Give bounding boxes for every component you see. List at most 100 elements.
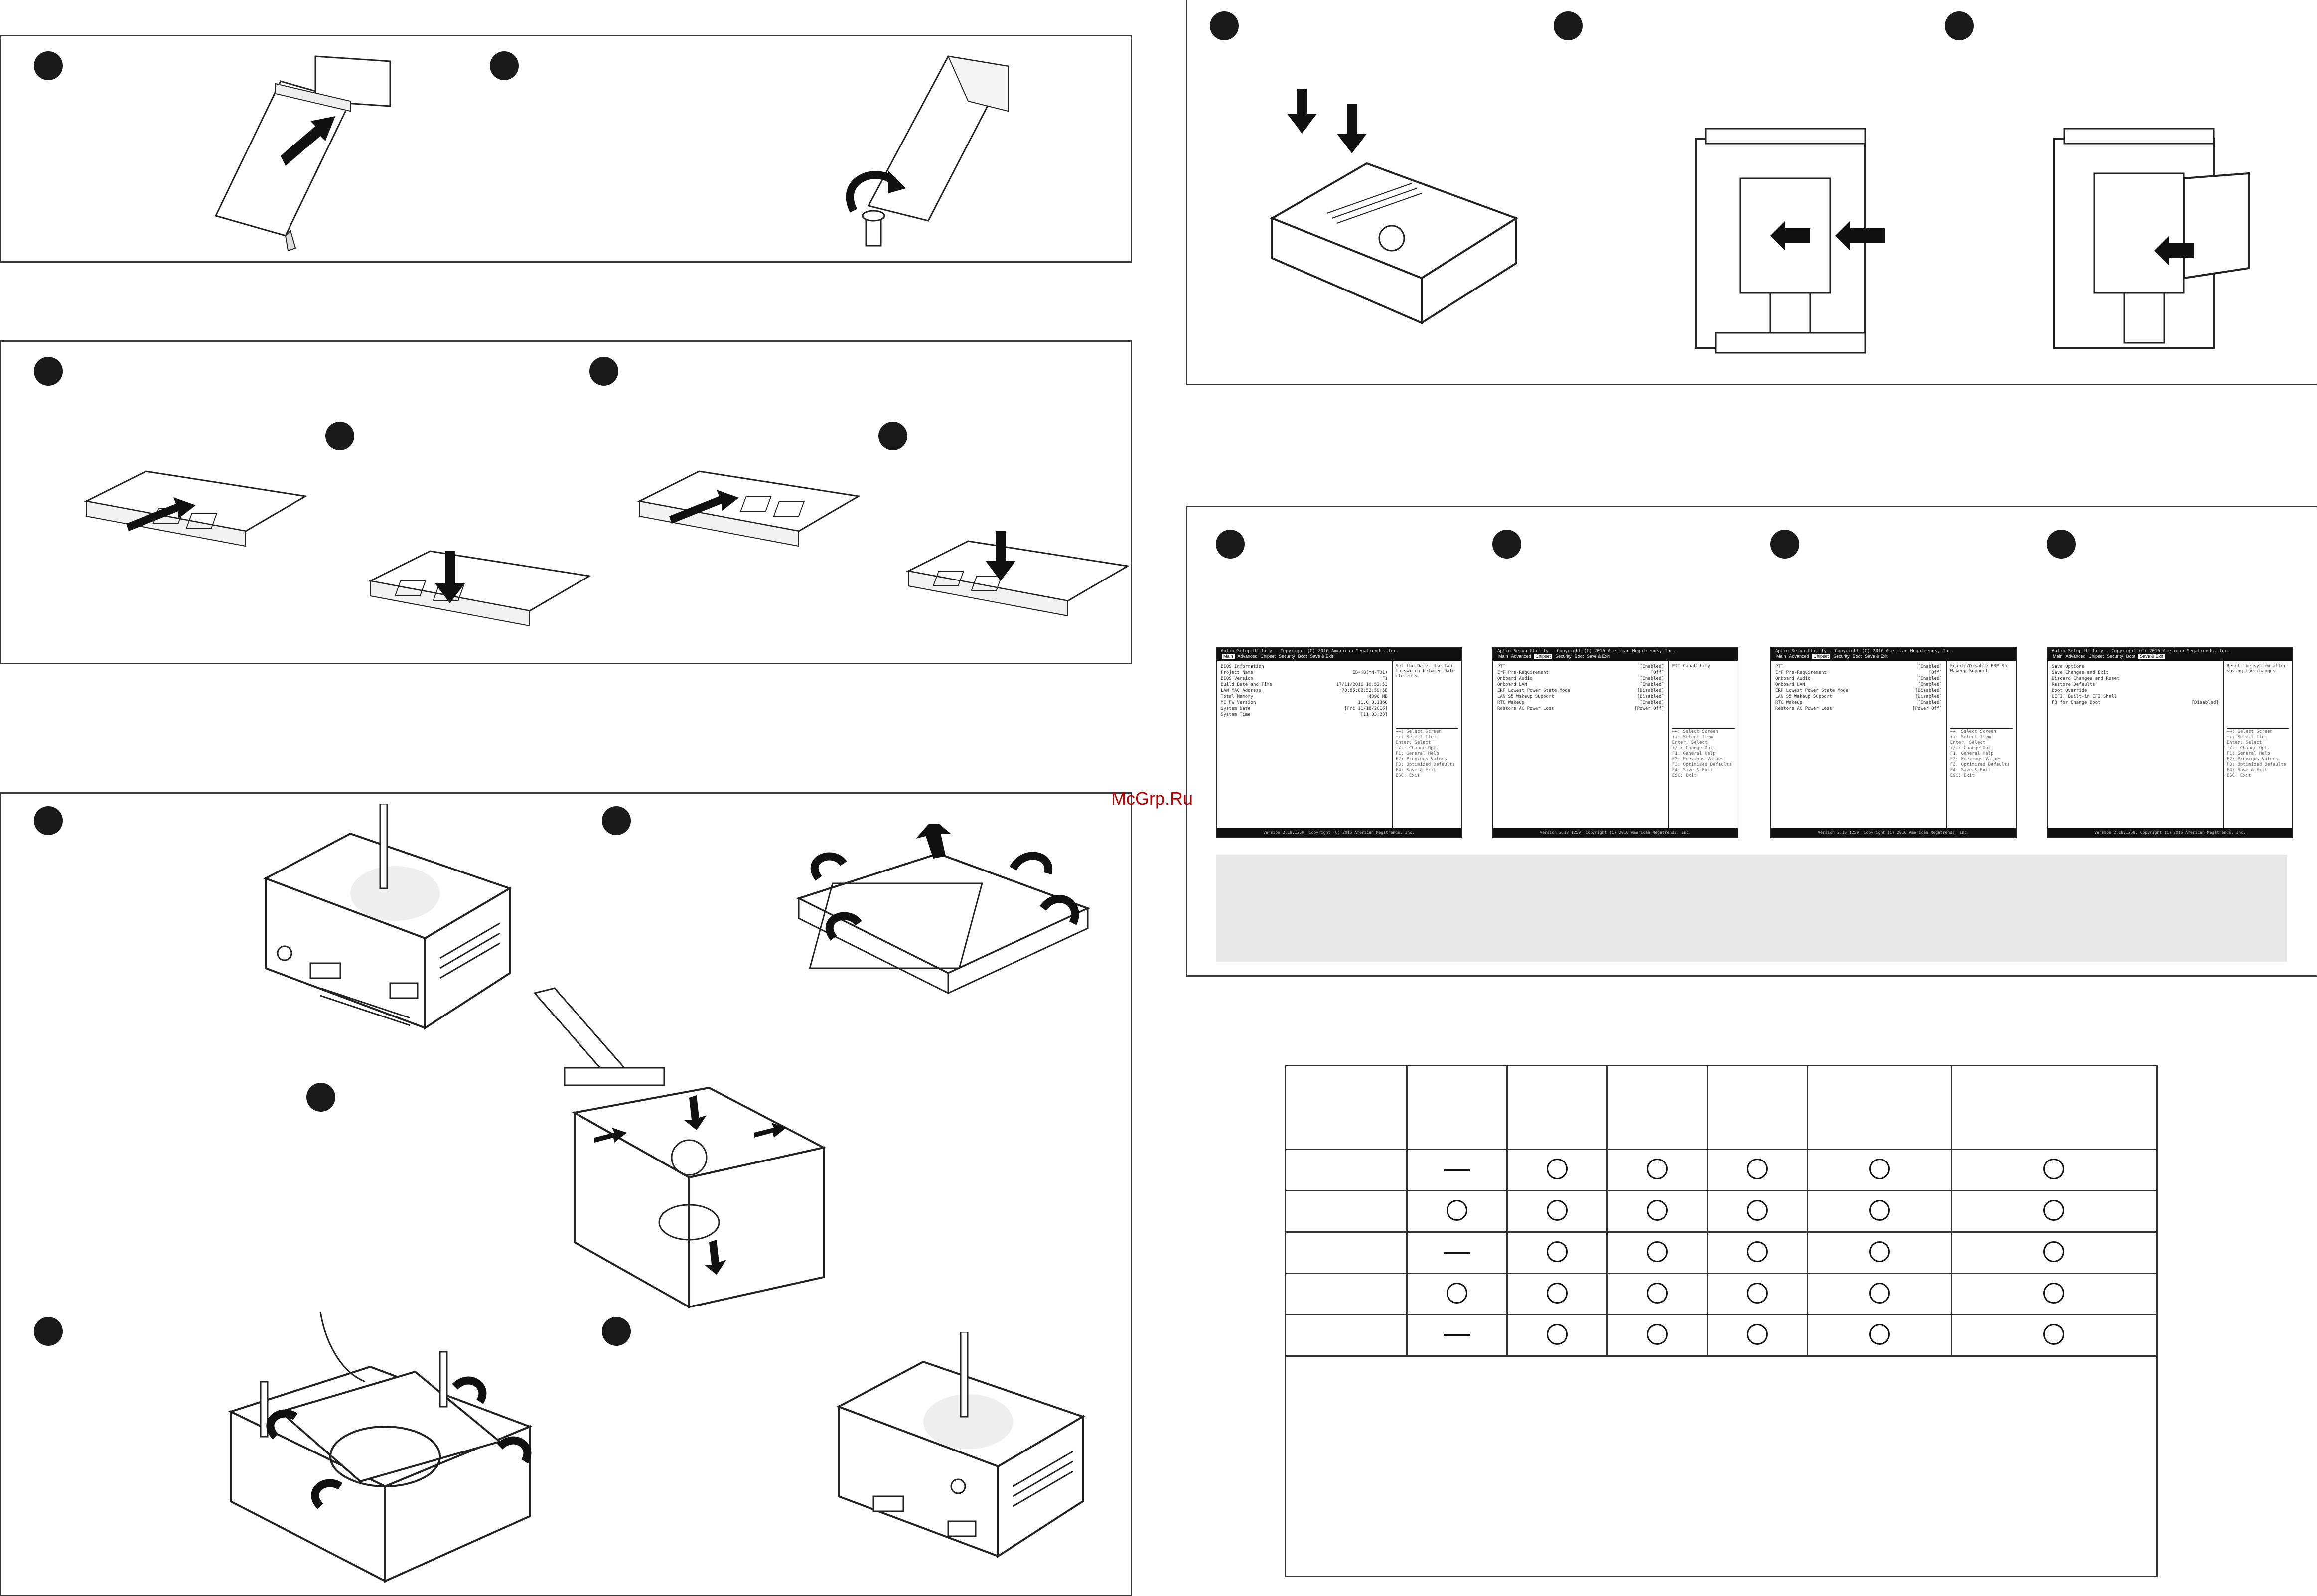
memory-slot-press-4 [906, 531, 1130, 617]
bios-setting-row[interactable]: Restore AC Power Loss[Power Off] [1775, 706, 1942, 712]
bios-title-bar: Aptio Setup Utility - Copyright (C) 2016… [2048, 648, 2292, 661]
table-cell [1406, 1190, 1508, 1233]
circle-mark [1646, 1282, 1668, 1304]
step-marker-2 [490, 51, 519, 80]
close-chassis-illustration [836, 1332, 1085, 1558]
bios-setting-row[interactable]: Restore Defaults [2052, 682, 2219, 688]
bios-setting-label: LAN S5 Wakeup Support [1775, 694, 1832, 699]
bios-footer: Version 2.18.1259. Copyright (C) 2016 Am… [1493, 828, 1738, 837]
bios-setting-row[interactable]: Save Changes and Exit [2052, 670, 2219, 676]
table-header-cell [1285, 1065, 1408, 1150]
bios-setting-row[interactable]: UEFI: Built-in EFI Shell [2052, 694, 2219, 700]
step-marker-2 [602, 806, 631, 835]
bios-tab[interactable]: Security [1279, 654, 1295, 659]
bios-setting-value: [Power Off] [1634, 706, 1664, 711]
bios-screen-2: Aptio Setup Utility - Copyright (C) 2016… [1492, 647, 1738, 838]
bios-setting-row[interactable]: PTT[Enabled] [1497, 664, 1664, 670]
bios-tab[interactable]: Advanced [1511, 654, 1531, 659]
bios-setting-row[interactable]: Restore AC Power Loss[Power Off] [1497, 706, 1664, 712]
step-marker-3 [306, 1083, 335, 1112]
step-marker-2 [1492, 530, 1521, 559]
bios-setting-value: [Enabled] [1918, 682, 1942, 687]
table-cell [1606, 1273, 1708, 1315]
bios-setting-row[interactable]: Onboard LAN[Enabled] [1497, 682, 1664, 688]
bios-setting-value: EB-KB(YN-T01) [1352, 670, 1388, 675]
bios-tab[interactable]: Chipset [1534, 654, 1553, 659]
bios-screen-3: Aptio Setup Utility - Copyright (C) 2016… [1770, 647, 2017, 838]
hdd-bracket-assembly-illustration [533, 987, 827, 1309]
bios-help-text: Set the Date. Use Tab to switch between … [1395, 664, 1458, 729]
bios-setting-row[interactable]: Save Options [2052, 664, 2219, 670]
bios-setting-row[interactable]: ErP Pre-Requirement[Off] [1497, 670, 1664, 676]
bios-title-bar: Aptio Setup Utility - Copyright (C) 2016… [1217, 648, 1461, 661]
bios-setting-label: F8 for Change Boot [2052, 700, 2101, 705]
bios-tab[interactable]: Boot [2126, 654, 2136, 659]
bios-tab[interactable]: Save & Exit [1587, 654, 1610, 659]
bios-setting-row[interactable]: RTC Wakeup[Enabled] [1775, 700, 1942, 706]
bios-key-hint: +/-: Change Opt. [1672, 746, 1716, 751]
bios-setting-row[interactable]: Boot Override [2052, 688, 2219, 694]
circle-mark [2043, 1282, 2065, 1304]
bios-setting-value: [Disabled] [1637, 688, 1664, 693]
circle-mark [1746, 1199, 1768, 1221]
memory-slot-insert-3 [637, 470, 861, 547]
table-cell [1506, 1190, 1608, 1233]
bios-setting-row[interactable]: ERP Lowest Power State Mode[Disabled] [1775, 688, 1942, 694]
table-cell [1806, 1314, 1952, 1357]
bios-setting-label: Boot Override [2052, 688, 2087, 693]
bios-tab[interactable]: Chipset [1260, 654, 1276, 659]
table-cell [1406, 1273, 1508, 1315]
bios-tab[interactable]: Save & Exit [1310, 654, 1333, 659]
bios-setting-row[interactable]: System Date[Fri 11/18/2016] [1221, 706, 1388, 712]
table-cell [1706, 1231, 1808, 1274]
bios-setting-label: RTC Wakeup [1775, 700, 1803, 705]
bios-setting-row[interactable]: Onboard LAN[Enabled] [1775, 682, 1942, 688]
bios-tab[interactable]: Boot [1298, 654, 1307, 659]
bios-setting-label: Save Changes and Exit [2052, 670, 2109, 675]
bios-setting-row[interactable]: System Time[11:03:28] [1221, 712, 1388, 718]
bios-setting-label: LAN S5 Wakeup Support [1497, 694, 1554, 699]
bios-tab[interactable]: Security [1833, 654, 1850, 659]
bios-setting-row[interactable]: LAN S5 Wakeup Support[Disabled] [1497, 694, 1664, 700]
bios-setting-row[interactable]: Discard Changes and Reset [2052, 676, 2219, 682]
bios-setting-row[interactable]: Onboard Audio[Enabled] [1497, 676, 1664, 682]
bios-tab[interactable]: Security [2107, 654, 2123, 659]
bios-setting-row[interactable]: Onboard Audio[Enabled] [1775, 676, 1942, 682]
bios-setting-row[interactable]: ERP Lowest Power State Mode[Disabled] [1497, 688, 1664, 694]
bios-setting-row[interactable]: LAN S5 Wakeup Support[Disabled] [1775, 694, 1942, 700]
bios-tab[interactable]: Advanced [2065, 654, 2086, 659]
bios-tab[interactable]: Save & Exit [1865, 654, 1888, 659]
bios-tab[interactable]: Chipset [2088, 654, 2104, 659]
bios-setting-row[interactable]: BIOS Information [1221, 664, 1388, 670]
bios-setting-row[interactable]: PTT[Enabled] [1775, 664, 1942, 670]
table-cell [1706, 1190, 1808, 1233]
bios-key-hint: Enter: Select [1950, 740, 1986, 745]
circle-mark [1646, 1323, 1668, 1345]
bios-setting-row[interactable]: F8 for Change Boot[Disabled] [2052, 700, 2219, 706]
bios-setting-row[interactable]: RTC Wakeup[Enabled] [1497, 700, 1664, 706]
bios-tab[interactable]: Boot [1852, 654, 1862, 659]
bios-tab[interactable]: Main [1776, 654, 1786, 659]
bios-tab[interactable]: Chipset [1812, 654, 1831, 659]
bios-tab[interactable]: Boot [1574, 654, 1584, 659]
table-cell [1950, 1190, 2158, 1233]
bios-setting-row[interactable]: ErP Pre-Requirement[Off] [1775, 670, 1942, 676]
bios-tab[interactable]: Advanced [1237, 654, 1258, 659]
bios-tab[interactable]: Main [1222, 654, 1235, 659]
bios-key-hint: F4: Save & Exit [1672, 768, 1713, 773]
bios-tab[interactable]: Advanced [1789, 654, 1809, 659]
circle-mark [1869, 1323, 1890, 1345]
bios-key-hint: →←: Select Screen [2226, 729, 2273, 734]
bios-tab[interactable]: Main [2053, 654, 2063, 659]
table-header-cell [1806, 1065, 1952, 1150]
bios-tab[interactable]: Main [1498, 654, 1508, 659]
bios-tab[interactable]: Save & Exit [2138, 654, 2165, 659]
bios-tab[interactable]: Security [1555, 654, 1572, 659]
